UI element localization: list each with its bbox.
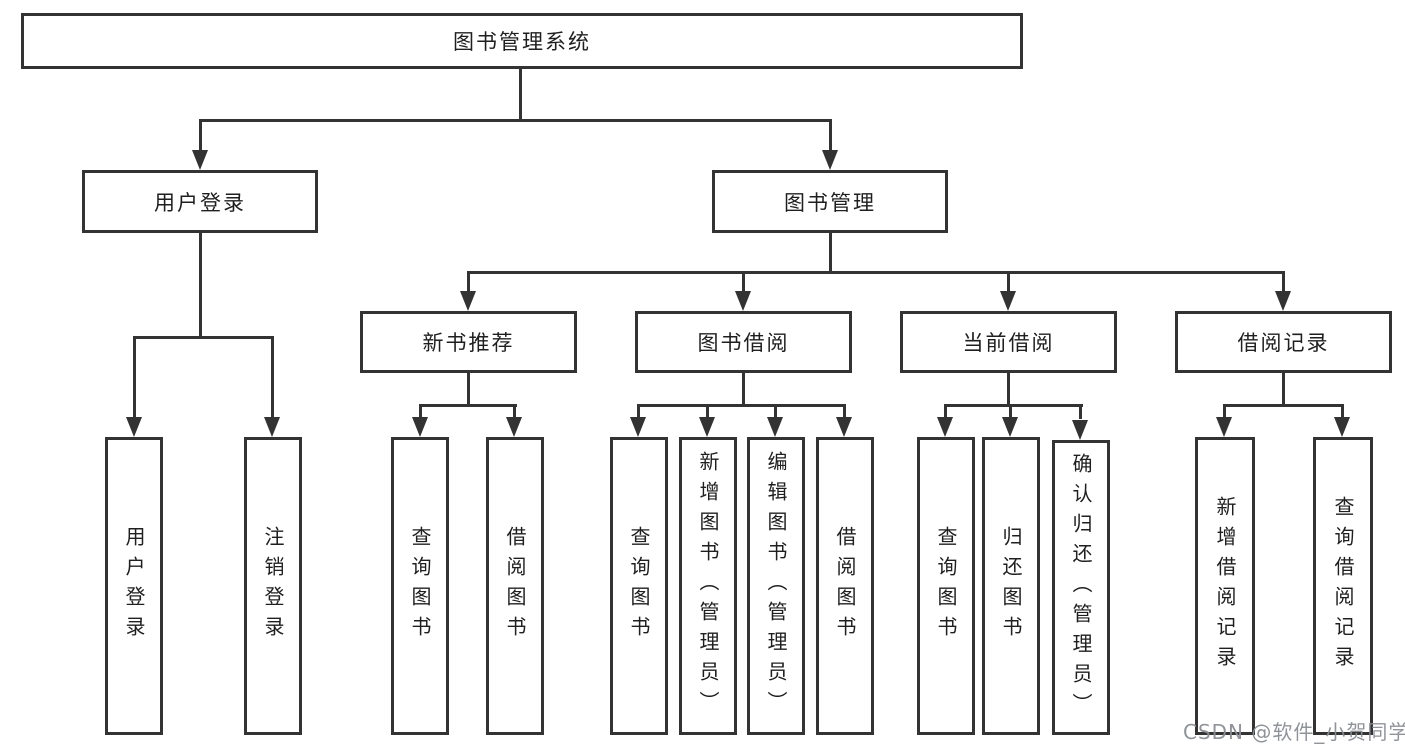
leaf-query-books-borrow: 查询图书 — [610, 437, 668, 735]
connector-line — [419, 404, 517, 407]
leaf-query-books-recommend-label: 查询图书 — [408, 526, 432, 646]
connector-line — [1282, 271, 1285, 293]
connector-line — [774, 404, 777, 419]
node-root: 图书管理系统 — [21, 13, 1023, 69]
leaf-logout: 注销登录 — [244, 437, 302, 735]
arrow-down-icon — [937, 417, 953, 437]
arrow-down-icon — [506, 417, 522, 437]
connector-line — [829, 119, 832, 152]
leaf-add-borrow-record: 新增借阅记录 — [1195, 437, 1255, 735]
connector-line — [513, 404, 516, 419]
leaf-return-books-label: 归还图书 — [999, 526, 1023, 646]
connector-line — [419, 404, 422, 419]
arrow-down-icon — [822, 150, 838, 170]
arrow-down-icon — [460, 291, 476, 311]
leaf-borrow-books: 借阅图书 — [816, 437, 874, 735]
leaf-return-books: 归还图书 — [982, 437, 1040, 735]
arrow-down-icon — [412, 417, 428, 437]
arrow-down-icon — [1002, 417, 1018, 437]
leaf-borrow-books-recommend-label: 借阅图书 — [503, 526, 527, 646]
node-new-book-recommend-label: 新书推荐 — [422, 331, 515, 355]
connector-line — [133, 336, 136, 419]
connector-line — [742, 373, 745, 407]
arrow-down-icon — [767, 417, 783, 437]
node-book-borrow-label: 图书借阅 — [697, 331, 790, 355]
arrow-down-icon — [630, 417, 646, 437]
node-current-borrow: 当前借阅 — [900, 311, 1117, 373]
connector-line — [199, 119, 832, 122]
node-book-management: 图书管理 — [712, 170, 948, 233]
connector-line — [637, 404, 846, 407]
leaf-confirm-return-admin: 确认归还（管理员） — [1052, 440, 1110, 735]
connector-line — [519, 69, 522, 120]
arrow-down-icon — [836, 417, 852, 437]
leaf-query-books-current-label: 查询图书 — [934, 526, 958, 646]
connector-line — [829, 233, 832, 273]
leaf-borrow-books-label: 借阅图书 — [833, 526, 857, 646]
leaf-user-login-label: 用户登录 — [122, 526, 146, 646]
connector-line — [843, 404, 846, 419]
connector-line — [133, 336, 274, 339]
node-user-login-label: 用户登录 — [154, 190, 246, 215]
connector-line — [1009, 404, 1012, 419]
connector-line — [1282, 373, 1285, 407]
connector-line — [944, 404, 947, 419]
connector-line — [271, 336, 274, 419]
connector-line — [1007, 373, 1010, 407]
leaf-borrow-books-recommend: 借阅图书 — [486, 437, 544, 735]
arrow-down-icon — [126, 417, 142, 437]
connector-line — [467, 271, 470, 293]
leaf-add-books-admin: 新增图书（管理员） — [679, 437, 737, 735]
connector-line — [1007, 271, 1010, 293]
connector-line — [706, 404, 709, 419]
leaf-edit-books-admin-label: 编辑图书（管理员） — [764, 451, 788, 721]
leaf-confirm-return-admin-label: 确认归还（管理员） — [1069, 452, 1093, 723]
leaf-query-books-borrow-label: 查询图书 — [627, 526, 651, 646]
leaf-query-borrow-record: 查询借阅记录 — [1313, 437, 1373, 735]
arrow-down-icon — [264, 417, 280, 437]
connector-line — [1223, 404, 1344, 407]
arrow-down-icon — [1334, 417, 1350, 437]
connector-line — [199, 233, 202, 339]
leaf-add-borrow-record-label: 新增借阅记录 — [1213, 496, 1237, 676]
node-user-login: 用户登录 — [82, 170, 318, 233]
leaf-query-books-current: 查询图书 — [917, 437, 975, 735]
leaf-query-books-recommend: 查询图书 — [391, 437, 449, 735]
node-root-label: 图书管理系统 — [453, 30, 591, 54]
node-new-book-recommend: 新书推荐 — [360, 311, 577, 373]
connector-line — [1341, 404, 1344, 419]
connector-line — [944, 404, 1083, 407]
leaf-logout-label: 注销登录 — [261, 526, 285, 646]
arrow-down-icon — [1000, 291, 1016, 311]
arrow-down-icon — [1275, 291, 1291, 311]
arrow-down-icon — [192, 150, 208, 170]
connector-line — [199, 119, 202, 152]
leaf-edit-books-admin: 编辑图书（管理员） — [747, 437, 805, 735]
node-borrow-record: 借阅记录 — [1175, 311, 1392, 373]
connector-line — [467, 373, 470, 407]
leaf-query-borrow-record-label: 查询借阅记录 — [1331, 496, 1355, 676]
connector-line — [1223, 404, 1226, 419]
node-book-management-label: 图书管理 — [784, 190, 876, 215]
leaf-user-login: 用户登录 — [105, 437, 163, 735]
connector-line — [1079, 404, 1082, 419]
arrow-down-icon — [699, 417, 715, 437]
node-borrow-record-label: 借阅记录 — [1237, 331, 1330, 355]
connector-line — [637, 404, 640, 419]
watermark: CSDN @软件_小贺同学 — [1183, 720, 1405, 744]
arrow-down-icon — [735, 291, 751, 311]
leaf-add-books-admin-label: 新增图书（管理员） — [696, 451, 720, 721]
connector-line — [467, 271, 1285, 274]
arrow-down-icon — [1216, 417, 1232, 437]
node-book-borrow: 图书借阅 — [635, 311, 852, 373]
node-current-borrow-label: 当前借阅 — [962, 331, 1055, 355]
connector-line — [742, 271, 745, 293]
arrow-down-icon — [1072, 420, 1088, 440]
